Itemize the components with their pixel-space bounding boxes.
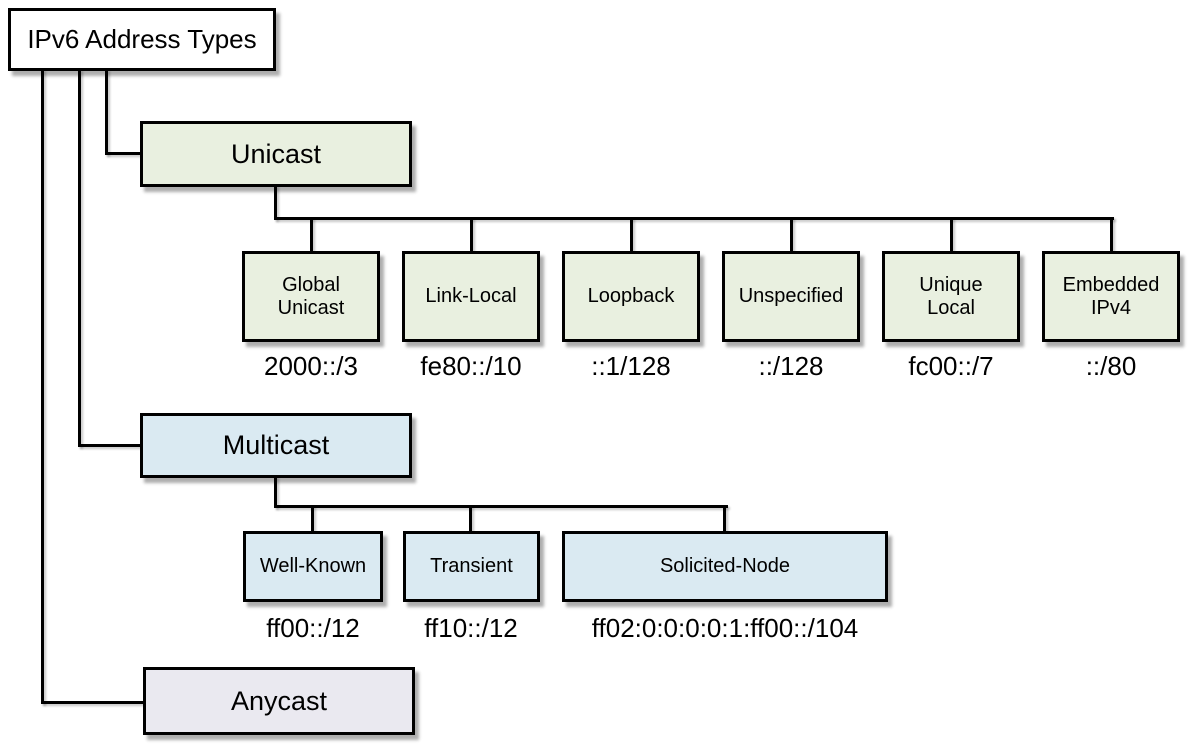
address-unique-local: fc00::/7 [908,351,994,381]
connector-unicast-bus [274,217,1114,220]
connector-drop-solicited-node [723,505,726,533]
node-link-local-label: Link-Local [425,285,517,307]
connector-drop-unspecified [790,217,793,253]
address-loopback: ::1/128 [591,351,671,381]
connector-multicast-stem [274,476,277,508]
connector-drop-loopback [630,217,633,253]
node-multicast: Multicast [140,413,412,478]
connector-root-anycast-horizontal [41,701,146,704]
address-well-known: ff00::/12 [266,613,360,643]
node-unicast: Unicast [140,121,412,187]
connector-drop-global-unicast [310,217,313,253]
connector-drop-unique-local [950,217,953,253]
connector-drop-embedded-ipv4 [1110,217,1113,253]
address-transient: ff10::/12 [424,613,518,643]
node-global-unicast-label: Global Unicast [277,273,345,319]
node-well-known: Well-Known [243,531,383,602]
node-anycast: Anycast [143,667,415,735]
address-global-unicast: 2000::/3 [264,351,358,381]
connector-unicast-stem [274,185,277,220]
node-loopback-label: Loopback [587,285,675,307]
node-solicited-node: Solicited-Node [562,531,888,602]
node-transient: Transient [403,531,540,602]
node-anycast-label: Anycast [230,685,328,716]
connector-root-anycast-vertical [41,69,44,704]
node-embedded-ipv4: Embedded IPv4 [1042,251,1180,342]
node-transient-label: Transient [430,555,513,577]
node-multicast-label: Multicast [222,430,330,460]
connector-drop-link-local [470,217,473,253]
node-loopback: Loopback [562,251,700,342]
node-unspecified: Unspecified [722,251,860,342]
connector-root-unicast-vertical [105,69,108,155]
node-link-local: Link-Local [402,251,540,342]
node-unicast-label: Unicast [230,138,322,169]
node-unspecified-label: Unspecified [738,285,844,307]
node-root-label: IPv6 Address Types [27,24,257,54]
node-embedded-ipv4-label: Embedded IPv4 [1062,273,1160,319]
address-solicited-node: ff02:0:0:0:0:1:ff00::/104 [591,613,859,643]
connector-root-unicast-horizontal [105,152,143,155]
node-root: IPv6 Address Types [8,8,276,71]
node-unique-local: Unique Local [882,251,1020,342]
node-solicited-node-label: Solicited-Node [659,555,791,577]
address-link-local: fe80::/10 [420,351,522,381]
address-unspecified: ::/128 [758,351,824,381]
connector-root-multicast-vertical [78,69,81,447]
connector-drop-well-known [311,505,314,533]
node-well-known-label: Well-Known [259,555,367,577]
connector-drop-transient [469,505,472,533]
address-embedded-ipv4: ::/80 [1085,351,1137,381]
connector-root-multicast-horizontal [78,444,143,447]
node-unique-local-label: Unique Local [919,273,983,319]
node-global-unicast: Global Unicast [242,251,380,342]
connector-multicast-bus [274,505,728,508]
